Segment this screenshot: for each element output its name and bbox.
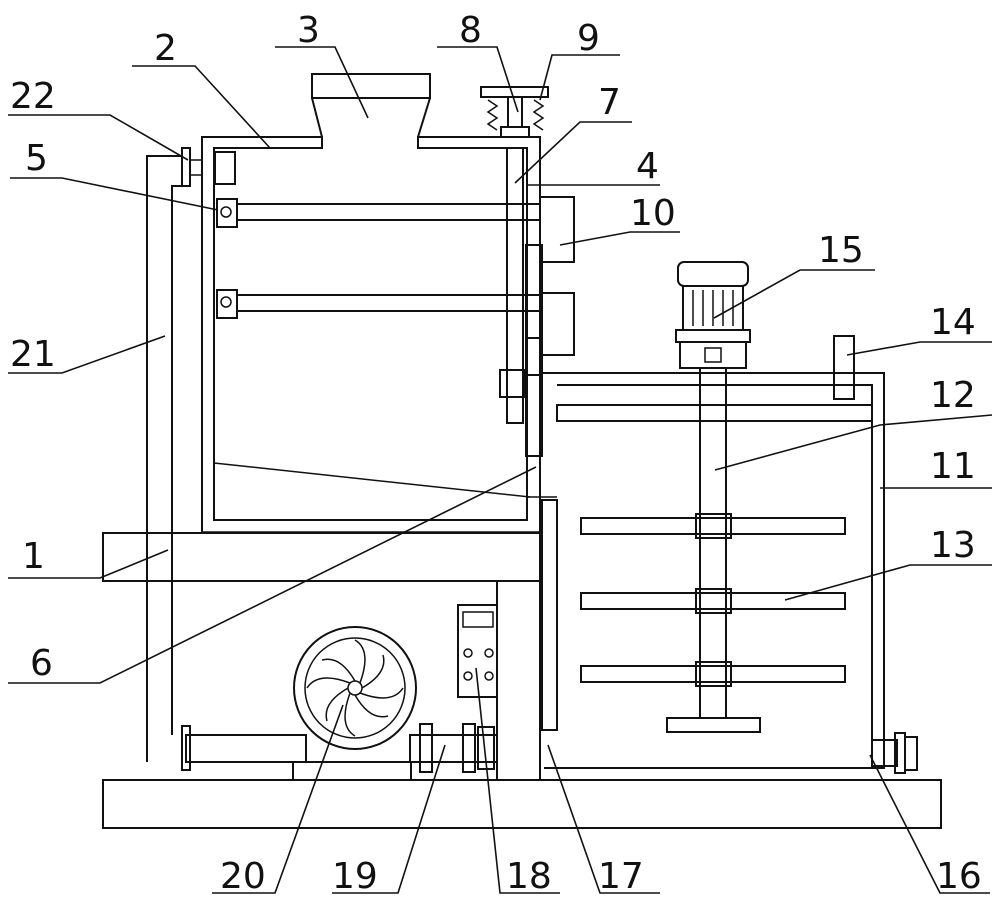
drive-rod <box>499 147 525 424</box>
callout-14: 14 <box>930 302 976 343</box>
callout-2: 2 <box>154 28 177 69</box>
callout-17: 17 <box>598 856 644 897</box>
callout-1: 1 <box>22 536 45 577</box>
callout-4: 4 <box>636 146 659 187</box>
upper-tank <box>201 136 557 533</box>
callout-22: 22 <box>10 76 56 117</box>
callout-18: 18 <box>506 856 552 897</box>
motor <box>675 261 751 369</box>
stirring-tank <box>540 372 885 769</box>
scraper-rods <box>216 198 541 319</box>
callout-7: 7 <box>598 82 621 123</box>
callout-9: 9 <box>577 18 600 59</box>
overflow-pipe <box>541 499 558 731</box>
callout-8: 8 <box>459 10 482 51</box>
callout-labels: 1 2 3 4 5 6 7 8 9 10 11 12 13 14 15 16 1… <box>10 10 982 897</box>
control-panel <box>457 604 498 698</box>
stirring-shaft <box>580 367 846 733</box>
return-pipe <box>146 155 182 762</box>
callout-19: 19 <box>332 856 378 897</box>
drain-valve <box>871 732 918 774</box>
callout-15: 15 <box>818 230 864 271</box>
callout-11: 11 <box>930 446 976 487</box>
leader-lines <box>8 46 993 894</box>
pump <box>292 626 417 781</box>
callout-12: 12 <box>930 375 976 416</box>
outlet-pipe <box>181 723 498 773</box>
sensor-14 <box>833 335 855 400</box>
inlet-pipe <box>102 532 541 582</box>
callout-3: 3 <box>297 10 320 51</box>
callout-10: 10 <box>630 193 676 234</box>
callout-5: 5 <box>25 138 48 179</box>
cam-plates <box>525 196 575 457</box>
callout-21: 21 <box>10 334 56 375</box>
callout-16: 16 <box>936 856 982 897</box>
base-plate <box>102 779 942 829</box>
feed-hopper <box>311 73 431 138</box>
callout-13: 13 <box>930 525 976 566</box>
callout-6: 6 <box>30 643 53 684</box>
sensor-22 <box>181 147 236 187</box>
callout-20: 20 <box>220 856 266 897</box>
spring-press <box>480 86 549 138</box>
